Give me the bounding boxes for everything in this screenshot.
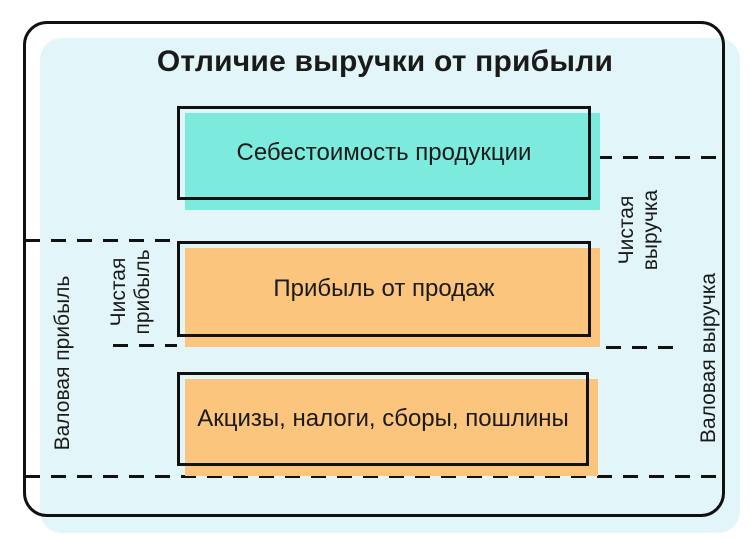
- diagram-title: Отличие выручки от прибыли: [156, 45, 614, 78]
- gross-revenue-label: Валовая выручка: [696, 272, 720, 444]
- cost-box-label: Себестоимость продукции: [236, 139, 532, 166]
- net-revenue-label: Чистая выручка: [614, 189, 662, 271]
- cost-box: Себестоимость продукции: [177, 106, 600, 210]
- profit-box-fill: [185, 248, 600, 347]
- dash-line-left-middle: [113, 344, 177, 347]
- profit-box-outline: Прибыль от продаж: [177, 241, 591, 337]
- dash-line-right-top: [597, 156, 723, 159]
- cost-box-outline: Себестоимость продукции: [177, 106, 591, 200]
- taxes-box-label: Акцизы, налоги, сборы, пошлины: [197, 405, 569, 432]
- profit-box-label: Прибыль от продаж: [273, 275, 495, 302]
- cost-box-fill: [185, 113, 600, 210]
- dash-line-bottom: [25, 475, 722, 478]
- taxes-box-outline: Акцизы, налоги, сборы, пошлины: [177, 372, 589, 466]
- profit-box: Прибыль от продаж: [177, 241, 600, 347]
- taxes-box: Акцизы, налоги, сборы, пошлины: [177, 372, 598, 476]
- taxes-box-fill: [185, 379, 598, 476]
- dash-line-left-top: [25, 239, 177, 242]
- gross-profit-label: Валовая прибыль: [50, 275, 74, 451]
- net-profit-label: Чистая прибыль: [106, 249, 154, 335]
- dash-line-right-middle: [606, 346, 678, 349]
